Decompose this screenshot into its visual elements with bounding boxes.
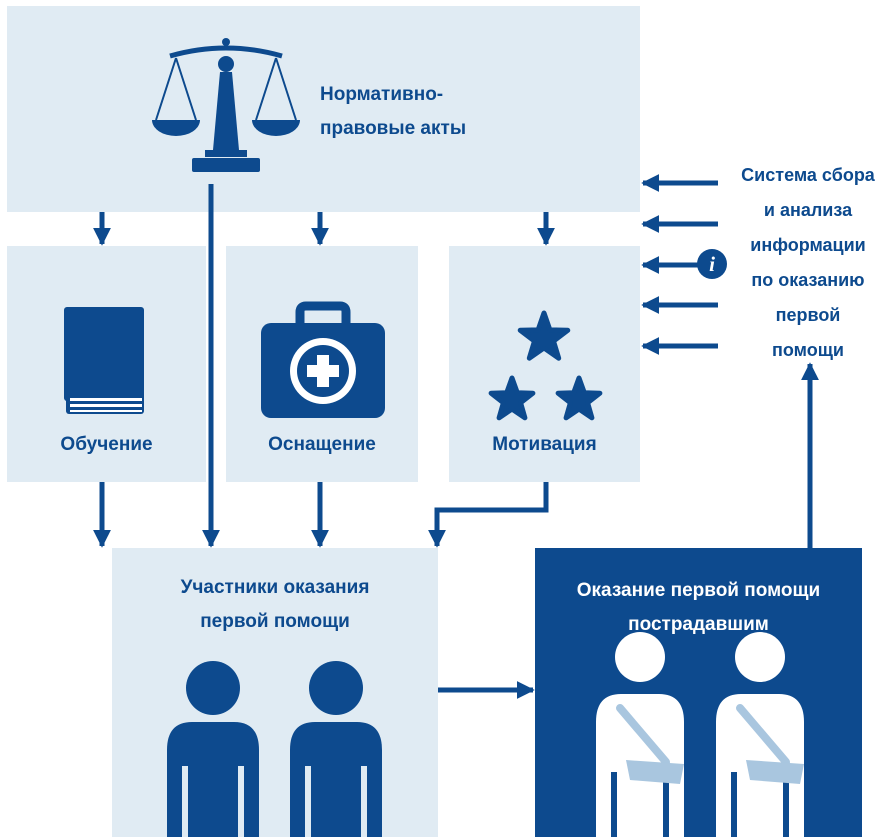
- people-icon: [167, 661, 382, 837]
- first-aid-label-line1: Оказание первой помощи: [576, 580, 821, 601]
- info-system-line-3: информации: [750, 235, 866, 255]
- legal-acts-label: Нормативно- правовые акты: [320, 78, 520, 146]
- scales-icon: [152, 38, 300, 172]
- info-system-line-1: Система сбора: [741, 165, 875, 185]
- first-aid-kit-icon: [261, 301, 385, 418]
- participants-label-line2: первой помощи: [200, 611, 350, 632]
- participants-box: [112, 548, 438, 837]
- first-aid-box: [535, 548, 862, 837]
- stars-icon: [488, 310, 603, 421]
- motivation-box: [449, 246, 640, 482]
- participants-label-line1: Участники оказания: [180, 577, 370, 598]
- injured-people-icon: [596, 632, 804, 837]
- legal-acts-label-line2: правовые акты: [320, 118, 467, 139]
- info-system-line-2: и анализа: [763, 200, 853, 220]
- first-aid-label-line2: пострадавшим: [628, 614, 769, 635]
- legal-acts-label-line1: Нормативно-: [320, 84, 444, 105]
- equipment-label: Оснащение: [268, 434, 376, 455]
- arrow-motivation-to-participants: [428, 482, 549, 548]
- info-icon: i: [697, 249, 727, 279]
- arrows: [93, 174, 819, 699]
- legal-acts-box: [7, 6, 640, 212]
- info-system-label: Система сбора и анализа информации по ок…: [722, 158, 894, 368]
- first-aid-label: Оказание первой помощи пострадавшим: [535, 574, 862, 642]
- training-label: Обучение: [60, 434, 153, 455]
- book-icon: [64, 307, 144, 414]
- participants-label: Участники оказания первой помощи: [112, 571, 438, 639]
- motivation-label: Мотивация: [492, 434, 597, 455]
- info-system-line-4: по оказанию: [751, 270, 865, 290]
- info-system-line-5: первой: [775, 305, 841, 325]
- info-icon-glyph: i: [709, 252, 715, 276]
- info-system-line-6: помощи: [772, 340, 844, 360]
